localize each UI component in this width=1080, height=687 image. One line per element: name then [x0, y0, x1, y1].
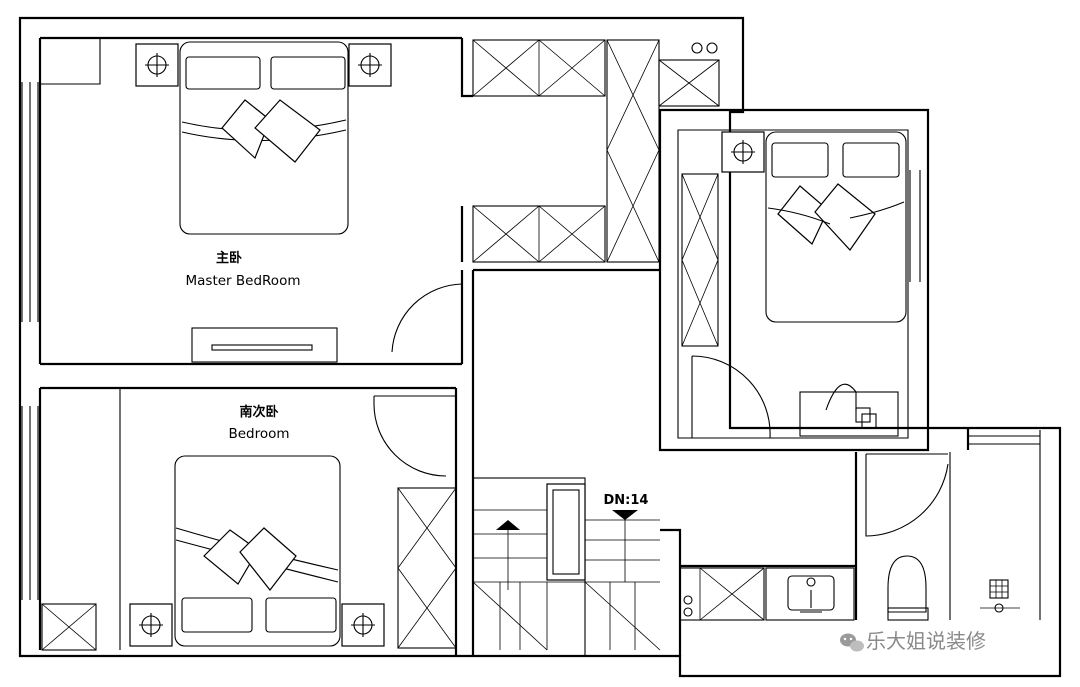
stairwell: DN:14: [454, 268, 682, 657]
north-bed: [765, 131, 907, 323]
south-wardrobe-right: [397, 487, 457, 649]
up-arrow-icon: [496, 520, 520, 530]
master-room-name-cn: 主卧: [216, 250, 242, 266]
south-room-name-en: Bedroom: [228, 426, 289, 442]
bathroom: [679, 428, 1041, 621]
nightstand-south-right: [341, 603, 385, 647]
toilet: [887, 555, 929, 621]
south-wardrobe-left: [41, 603, 97, 651]
wardrobes-top: [472, 39, 720, 263]
north-bedroom: [658, 108, 930, 452]
south-bed: [174, 455, 341, 647]
north-wardrobe: [681, 173, 719, 347]
stairs-down-label: DN:14: [604, 493, 649, 508]
sink-counter: [765, 567, 855, 621]
watermark: 乐大姐说装修: [840, 629, 986, 653]
north-door: [691, 355, 771, 439]
desk-chair: [799, 383, 899, 437]
master-bedroom: 主卧 Master BedRoom: [21, 38, 392, 363]
south-door: [373, 395, 456, 477]
tv-console: [191, 327, 338, 363]
washer-cabinet: [679, 567, 765, 621]
down-arrow-icon: [612, 510, 638, 520]
south-room-name-cn: 南次卧: [239, 404, 278, 420]
master-door: [391, 38, 473, 364]
master-bed: [179, 41, 349, 235]
shower-drain: [980, 579, 1020, 613]
south-bedroom: 南次卧 Bedroom: [21, 388, 457, 651]
outer-walls: [18, 16, 1062, 678]
nightstand-right: [348, 43, 392, 87]
wechat-icon: [840, 633, 864, 652]
master-room-name-en: Master BedRoom: [186, 273, 301, 289]
nightstand-north: [721, 131, 765, 173]
nightstand-south-left: [129, 603, 173, 647]
watermark-text: 乐大姐说装修: [866, 629, 986, 653]
nightstand-left: [135, 43, 179, 87]
